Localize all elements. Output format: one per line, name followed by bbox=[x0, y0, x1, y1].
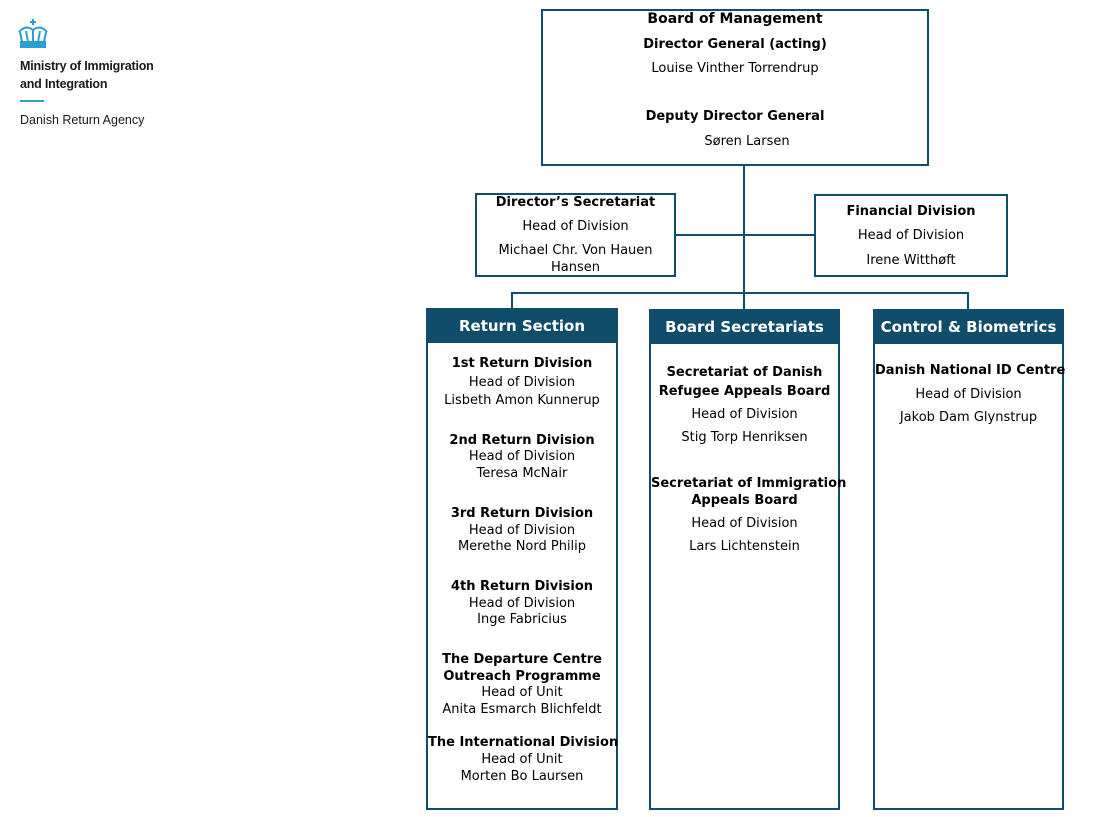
unit-name: Lars Lichtenstein bbox=[689, 539, 800, 554]
unit-title-line2: Appeals Board bbox=[691, 493, 798, 508]
financial-division-name: Irene Witthøft bbox=[866, 253, 956, 268]
directors-secretariat-title: Director’s Secretariat bbox=[495, 195, 656, 210]
deputy-director-name: Søren Larsen bbox=[704, 134, 790, 149]
control-biometrics-header: Control & Biometrics bbox=[875, 311, 1062, 344]
unit-title: 4th Return Division bbox=[450, 579, 594, 594]
unit-role: Head of Unit bbox=[481, 752, 563, 767]
connector-return-section bbox=[511, 292, 513, 310]
return-section-header: Return Section bbox=[428, 310, 616, 343]
unit-name: Morten Bo Laursen bbox=[460, 769, 584, 784]
ministry-name-line2: and Integration bbox=[20, 77, 108, 91]
unit-name: Merethe Nord Philip bbox=[457, 539, 587, 554]
director-general-title: Director General (acting) bbox=[643, 37, 827, 52]
directors-secretariat-role: Head of Division bbox=[522, 219, 629, 234]
directors-secretariat-name-line2: Hansen bbox=[551, 260, 600, 275]
unit-title: 1st Return Division bbox=[451, 356, 593, 371]
unit-role: Head of Division bbox=[691, 516, 798, 531]
unit-role: Head of Division bbox=[468, 375, 576, 390]
unit-name: Stig Torp Henriksen bbox=[681, 430, 808, 445]
financial-division-role: Head of Division bbox=[857, 228, 965, 243]
connector-main-vertical bbox=[743, 166, 745, 311]
board-of-management-box: Board of Management Director General (ac… bbox=[541, 9, 929, 166]
unit-title: Danish National ID Centre bbox=[875, 363, 1066, 378]
unit-role: Head of Division bbox=[691, 407, 798, 422]
unit-name: Inge Fabricius bbox=[477, 612, 567, 627]
unit-name: Teresa McNair bbox=[476, 466, 568, 481]
unit-role: Head of Division bbox=[915, 387, 1022, 402]
unit-title-line1: The Departure Centre bbox=[442, 652, 602, 667]
board-secretariats-header: Board Secretariats bbox=[651, 311, 838, 344]
unit-name: Anita Esmarch Blichfeldt bbox=[442, 702, 602, 717]
unit-role: Head of Division bbox=[468, 523, 576, 538]
unit-title-line2: Refugee Appeals Board bbox=[658, 384, 831, 399]
agency-name: Danish Return Agency bbox=[20, 113, 145, 127]
unit-title-line1: Secretariat of Immigration bbox=[651, 476, 847, 491]
directors-secretariat-name-line1: Michael Chr. Von Hauen bbox=[498, 243, 653, 258]
unit-role: Head of Division bbox=[468, 449, 576, 464]
deputy-director-title: Deputy Director General bbox=[645, 109, 825, 124]
board-title: Board of Management bbox=[647, 11, 823, 27]
directors-secretariat-box: Director’s Secretariat Head of Division … bbox=[475, 193, 676, 277]
board-secretariats-box: Board Secretariats Secretariat of Danish… bbox=[649, 309, 847, 810]
ministry-name-line1: Ministry of Immigration bbox=[20, 59, 154, 73]
return-section-box: Return Section 1st Return Division Head … bbox=[426, 308, 618, 810]
unit-role: Head of Division bbox=[468, 596, 576, 611]
unit-name: Jakob Dam Glynstrup bbox=[899, 410, 1038, 425]
director-general-name: Louise Vinther Torrendrup bbox=[651, 61, 819, 76]
connector-sections-horizontal bbox=[511, 292, 969, 294]
crown-icon bbox=[18, 19, 48, 48]
unit-title: 3rd Return Division bbox=[450, 506, 594, 521]
control-biometrics-box: Control & Biometrics Danish National ID … bbox=[873, 309, 1066, 810]
connector-control bbox=[967, 292, 969, 310]
unit-title: 2nd Return Division bbox=[449, 433, 595, 448]
unit-title-line2: Outreach Programme bbox=[443, 669, 601, 684]
financial-division-box: Financial Division Head of Division Iren… bbox=[814, 194, 1008, 277]
connector-staff-horizontal bbox=[674, 234, 815, 236]
unit-role: Head of Unit bbox=[481, 685, 563, 700]
logo-divider bbox=[20, 100, 44, 102]
financial-division-title: Financial Division bbox=[846, 204, 976, 219]
unit-name: Lisbeth Amon Kunnerup bbox=[444, 393, 600, 408]
unit-title: The International Division bbox=[428, 735, 619, 750]
unit-title-line1: Secretariat of Danish bbox=[666, 365, 823, 380]
